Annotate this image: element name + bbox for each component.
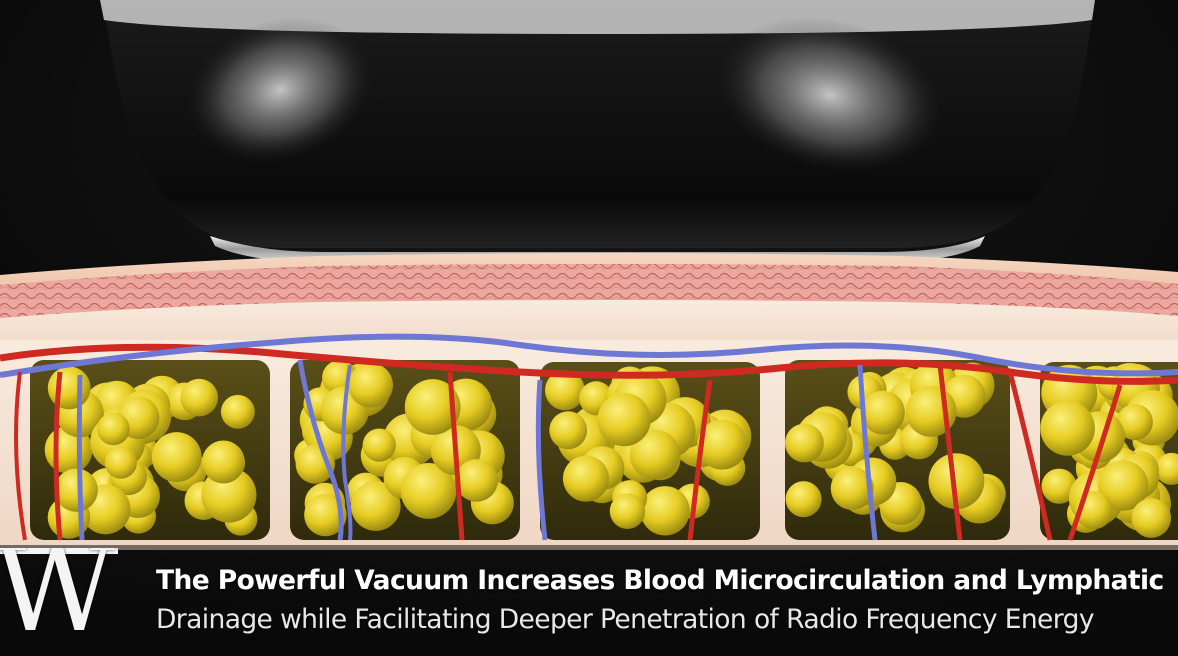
fat-cell: [544, 370, 585, 411]
fat-cell: [1155, 452, 1178, 485]
fat-cell: [640, 486, 690, 536]
fat-cell: [404, 379, 461, 435]
fat-cell: [549, 411, 588, 450]
fat-cell: [362, 428, 396, 462]
fat-cell: [609, 493, 646, 529]
fat-cell: [830, 466, 874, 511]
fat-cell: [597, 392, 651, 447]
fat-cell: [151, 432, 202, 483]
fat-cell: [348, 362, 394, 408]
fat-cell: [350, 481, 401, 531]
fat-cell: [1040, 400, 1095, 456]
caption-bar: [0, 545, 1178, 656]
fat-cell: [455, 459, 498, 502]
fat-cell: [180, 378, 219, 417]
fat-cell: [1116, 403, 1153, 441]
fat-cell: [928, 453, 985, 510]
fat-cell: [220, 394, 255, 429]
fat-cell: [104, 446, 137, 479]
fat-cell: [785, 481, 822, 518]
fat-cell: [1131, 498, 1172, 538]
fat-cell: [97, 412, 130, 446]
fat-cell: [201, 440, 245, 484]
logo-bar: [0, 548, 118, 554]
fat-cell: [47, 366, 91, 410]
caption-line-1: The Powerful Vacuum Increases Blood Micr…: [156, 565, 1164, 596]
fat-cell: [785, 423, 824, 463]
fat-cell: [1041, 468, 1077, 504]
fat-cell: [562, 455, 609, 502]
fat-cell: [860, 390, 905, 435]
caption-line-2: Drainage while Facilitating Deeper Penet…: [156, 604, 1095, 635]
blood-vessels: [0, 333, 1178, 541]
vacuum-head: [100, 0, 1095, 262]
logo-letter: W: [0, 548, 115, 656]
fat-cell: [1098, 460, 1149, 511]
fat-cell: [400, 463, 457, 519]
fat-cell: [304, 493, 347, 537]
fat-cell: [697, 419, 748, 470]
brand-logo: W: [0, 548, 150, 656]
fat-cell: [54, 468, 98, 512]
fat-cell: [629, 429, 680, 480]
